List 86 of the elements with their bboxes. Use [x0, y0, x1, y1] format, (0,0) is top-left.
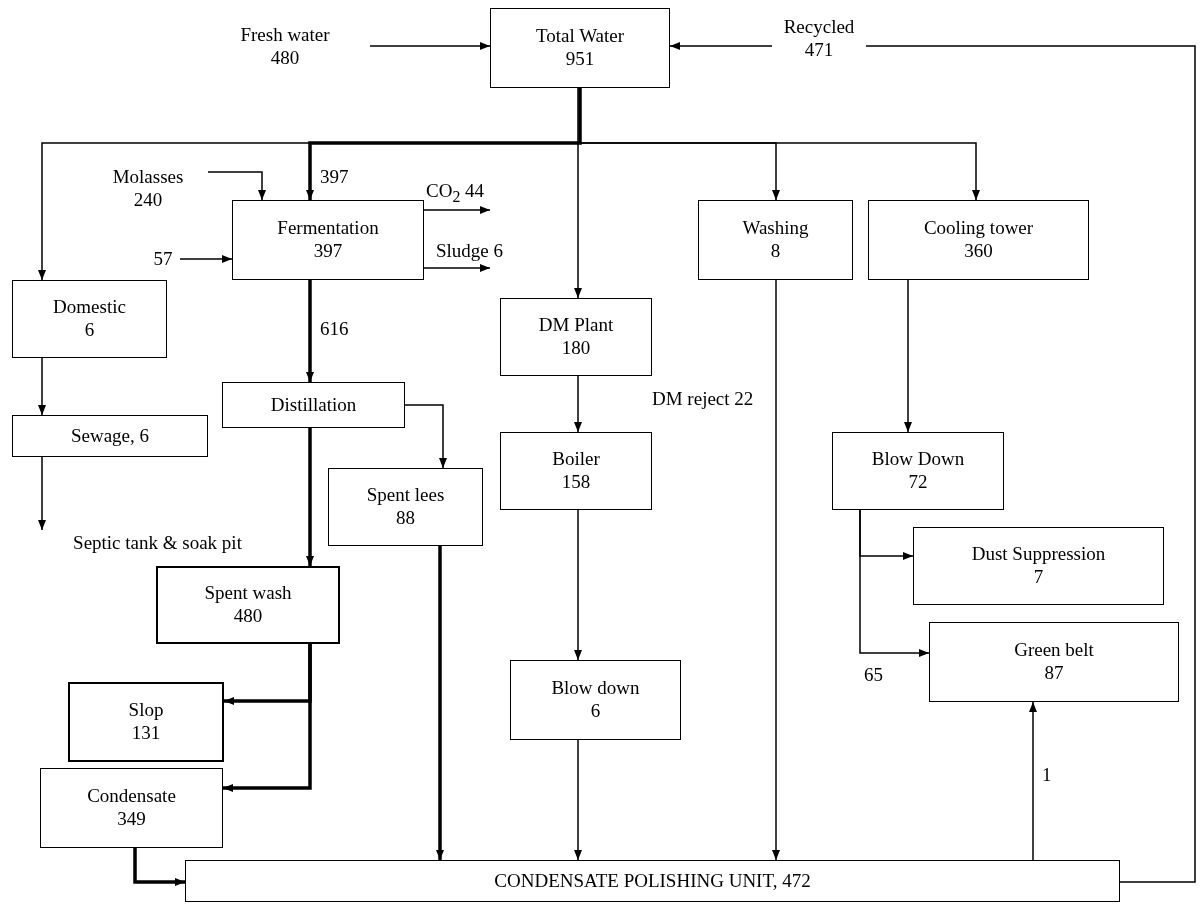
process-box	[929, 622, 1179, 702]
box-title: Spent wash	[204, 582, 292, 605]
box-title: Cooling tower	[923, 217, 1034, 240]
box-title: Washing	[742, 217, 809, 240]
flow-value: 72	[908, 471, 928, 494]
flow-value: 480	[233, 605, 263, 628]
box-title: Dust Suppression	[971, 543, 1106, 566]
flow-value: 360	[964, 240, 993, 263]
flow-arrow	[859, 509, 930, 657]
flow-value: 6	[84, 319, 95, 342]
flow-value: 6	[590, 700, 601, 723]
box-title: Sewage, 6	[70, 424, 150, 448]
flow-value: 240	[133, 189, 163, 212]
edge-label: CO$_{2}$ 44	[425, 180, 486, 207]
flow-value: 8	[770, 240, 781, 263]
process-box	[500, 298, 652, 376]
process-box	[40, 768, 223, 848]
flow-arrow	[574, 87, 582, 299]
box-title: Blow down	[551, 677, 640, 700]
process-box	[222, 382, 405, 428]
process-box	[328, 468, 483, 546]
process-box	[913, 527, 1164, 605]
flow-arrow	[369, 42, 491, 50]
box-title: Fermentation	[277, 217, 379, 240]
flow-arrow	[423, 206, 491, 214]
flow-arrow	[306, 88, 582, 200]
flow-value: 158	[561, 471, 591, 494]
process-box	[12, 280, 167, 358]
flow-arrow	[423, 264, 491, 272]
flow-arrow	[574, 509, 582, 661]
process-box	[232, 200, 424, 280]
process-box	[832, 432, 1004, 510]
edge-label: 616	[319, 318, 350, 341]
box-title: Septic tank & soak pit	[73, 531, 242, 555]
process-box	[68, 682, 224, 762]
edge-label: 397	[319, 166, 350, 189]
flow-value: 87	[1044, 662, 1064, 685]
edge-label: Sludge 6	[435, 240, 505, 263]
process-box	[510, 660, 681, 740]
process-box	[500, 432, 652, 510]
flow-arrow	[306, 428, 314, 566]
box-title: Boiler	[552, 448, 600, 471]
flow-value: 180	[561, 337, 591, 360]
box-title: Distillation	[270, 393, 357, 417]
process-box	[12, 415, 208, 457]
flow-arrow	[436, 546, 444, 860]
flow-arrow	[404, 404, 447, 469]
process-box	[185, 860, 1120, 902]
flow-arrow	[38, 357, 46, 416]
flow-value: 397	[313, 240, 343, 263]
box-title: CONDENSATE POLISHING UNIT, 472	[494, 869, 811, 893]
edge-label: 65	[863, 664, 884, 687]
flow-value: 88	[396, 507, 415, 530]
box-title: Total Water	[535, 25, 625, 48]
flow-arrow	[904, 279, 912, 433]
box-title: Spent lees	[366, 484, 445, 507]
flow-value: 951	[565, 48, 595, 71]
flow-arrow	[772, 279, 780, 861]
flow-arrow	[574, 739, 582, 861]
flow-value: 349	[117, 808, 146, 831]
flow-arrow	[38, 456, 46, 531]
edge-label: 1	[1041, 764, 1053, 787]
box-title: Domestic	[53, 296, 126, 319]
flow-arrow	[669, 42, 1196, 883]
flow-arrow	[574, 375, 582, 433]
flow-arrow	[223, 644, 312, 792]
box-title: Blow Down	[871, 448, 965, 471]
flow-value: 131	[131, 722, 161, 745]
flow-arrow	[207, 171, 266, 201]
box-title: DM Plant	[538, 314, 614, 337]
box-title: Fresh water	[240, 24, 330, 47]
flow-arrow	[179, 255, 233, 263]
flow-arrow	[306, 280, 314, 382]
flow-arrow	[133, 848, 185, 886]
box-title: 57	[153, 247, 173, 271]
flow-value: 480	[270, 47, 300, 70]
box-title: Green belt	[1014, 639, 1094, 662]
process-box	[156, 566, 340, 644]
flow-value: 7	[1033, 566, 1044, 589]
box-title: Condensate	[87, 785, 176, 808]
flow-arrow	[1029, 701, 1037, 861]
process-box	[490, 8, 670, 88]
box-title: Slop	[128, 699, 164, 722]
box-title: Molasses	[112, 166, 184, 189]
process-box	[868, 200, 1089, 280]
process-box	[698, 200, 853, 280]
